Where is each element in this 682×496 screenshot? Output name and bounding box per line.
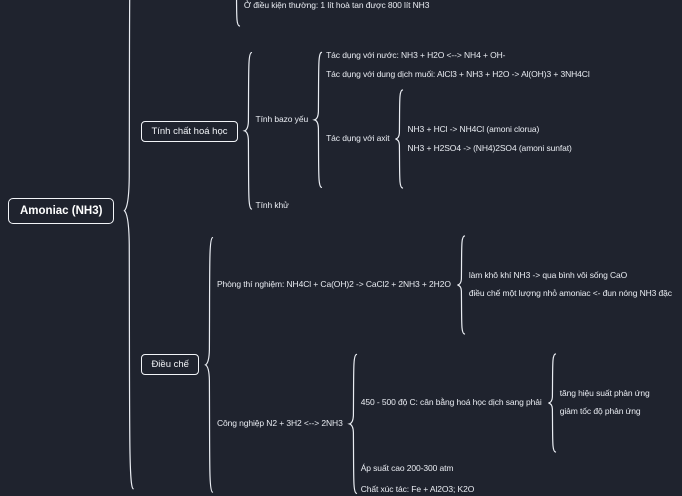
leaf-h2so4-reaction[interactable]: NH3 + H2SO4 -> (NH4)2SO4 (amoni sunfat) [407,142,572,153]
brace-icon [392,88,404,190]
leaf-react-salt[interactable]: Tác dụng với dung dịch muối: AlCl3 + NH3… [326,69,590,80]
leaf-reducing-property[interactable]: Tính khử [255,200,289,211]
brace-icon [229,0,241,28]
branch-preparation-children: Phòng thí nghiệm: NH4Cl + Ca(OH)2 -> CaC… [217,234,672,496]
branch-preparation-label[interactable]: Điều chế [141,354,199,376]
branch-physical: Tính chất vật lý không màu, mùi khai và … [141,0,429,28]
brace-icon [241,50,253,212]
node-temperature-label[interactable]: 450 - 500 độ C: cân bằng hoá học dịch sa… [360,397,542,407]
leaf-decrease-rate[interactable]: giảm tốc độ phản ứng [559,406,641,417]
node-acid-reaction-label[interactable]: Tác dụng với axit [326,133,390,144]
node-acid-reaction-children: NH3 + HCl -> NH4Cl (amoni clorua) NH3 + … [407,124,571,155]
node-laboratory-label[interactable]: Phòng thí nghiệm: NH4Cl + Ca(OH)2 -> CaC… [216,279,451,289]
node-temperature: 450 - 500 độ C: cân bằng hoá học dịch sa… [361,352,650,454]
node-industry-children: 450 - 500 độ C: cân bằng hoá học dịch sa… [361,352,650,496]
brace-icon [454,234,466,336]
brace-icon [346,352,358,496]
root-children: Tính chất vật lý không màu, mùi khai và … [141,0,672,496]
node-weak-base: Tính bazo yếu Tác dụng với nước: NH3 + H… [256,50,590,190]
root-topic[interactable]: Amoniac (NH3) [8,198,115,224]
leaf-solubility-detail[interactable]: Ở điều kiện thường: 1 lít hoà tan được 8… [243,0,430,10]
brace-icon [311,50,323,190]
leaf-pressure[interactable]: Áp suất cao 200-300 atm [360,462,454,473]
node-industry: Công nghiệp N2 + 3H2 <--> 2NH3 450 - 500… [217,352,650,496]
brace-icon [202,234,214,496]
mindmap-canvas: Amoniac (NH3) Tính chất vật lý không màu… [8,0,672,422]
node-weak-base-children: Tác dụng với nước: NH3 + H2O <--> NH4 + … [326,50,590,190]
leaf-hcl-reaction[interactable]: NH3 + HCl -> NH4Cl (amoni clorua) [407,123,540,134]
node-acid-reaction: Tác dụng với axit NH3 + HCl -> NH4Cl (am… [326,88,572,190]
leaf-react-water[interactable]: Tác dụng với nước: NH3 + H2O <--> NH4 + … [326,50,506,61]
node-laboratory: Phòng thí nghiệm: NH4Cl + Ca(OH)2 -> CaC… [217,234,672,336]
branch-chemical: Tính chất hoá học Tính bazo yếu [141,50,590,212]
leaf-increase-yield[interactable]: tăng hiệu suất phản ứng [559,387,650,398]
node-temperature-children: tăng hiệu suất phản ứng giảm tốc độ phản… [560,388,650,419]
leaf-dry-gas[interactable]: làm khô khí NH3 -> qua bình vôi sống CaO [468,269,628,280]
brace-icon [545,352,557,454]
branch-chemical-label[interactable]: Tính chất hoá học [141,120,238,142]
leaf-catalyst[interactable]: Chất xúc tác: Fe + Al2O3; K2O [360,483,475,494]
node-weak-base-label[interactable]: Tính bazo yếu [255,114,309,125]
branch-preparation: Điều chế Phòng thí nghiệm: NH4Cl + Ca(OH… [141,234,672,496]
node-industry-label[interactable]: Công nghiệp N2 + 3H2 <--> 2NH3 [216,417,343,428]
brace-icon [120,0,135,496]
branch-chemical-children: Tính bazo yếu Tác dụng với nước: NH3 + H… [256,50,590,212]
leaf-small-amount[interactable]: điều chế một lượng nhỏ amoniac <- đun nó… [468,288,672,299]
branch-physical-children: không màu, mùi khai và xốc nhẹ hơn không… [243,0,430,12]
node-laboratory-children: làm khô khí NH3 -> qua bình vôi sống CaO… [469,270,672,301]
mindmap-root-node: Amoniac (NH3) Tính chất vật lý không màu… [8,0,672,496]
